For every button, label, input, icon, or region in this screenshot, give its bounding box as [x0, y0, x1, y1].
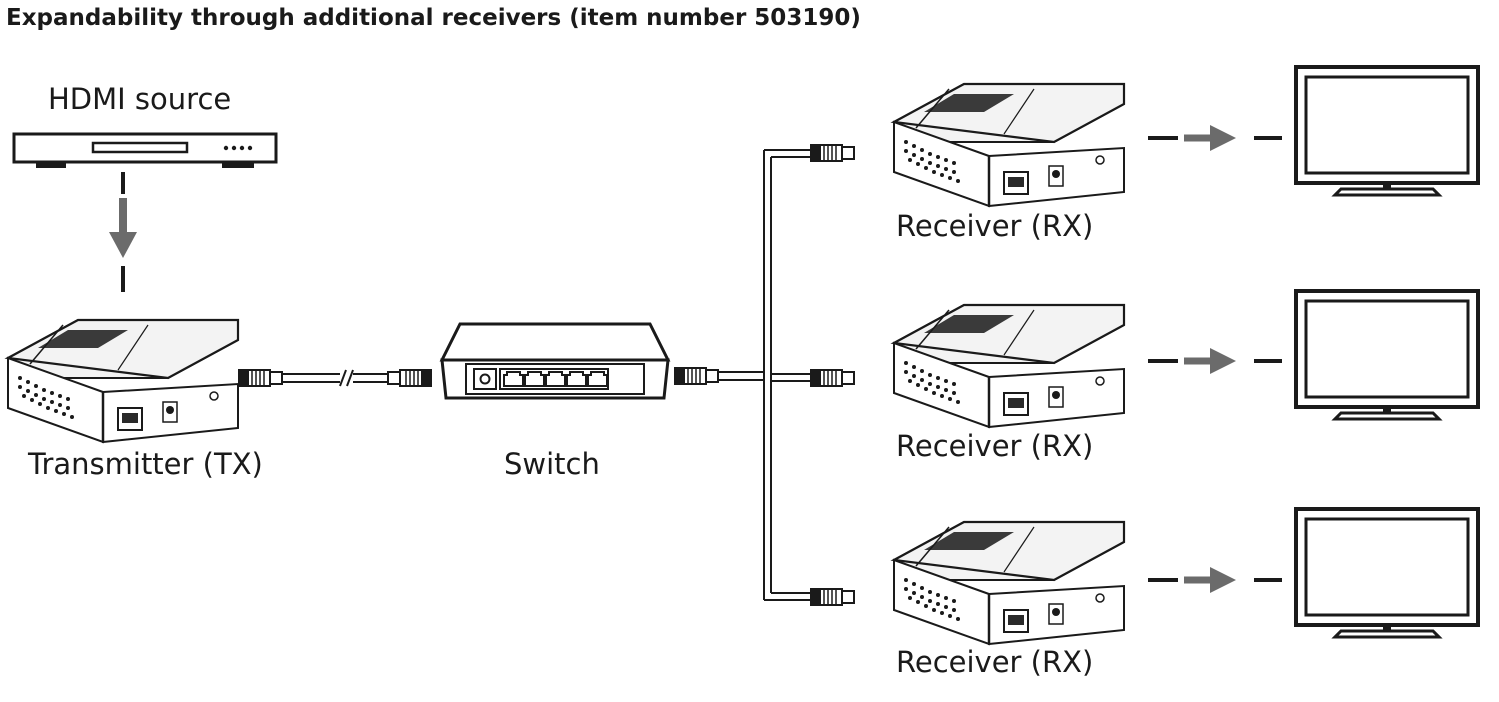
transmitter-device: [6, 318, 240, 444]
monitor-icon-1: [1294, 65, 1480, 197]
cable-tx-to-switch: [237, 368, 432, 388]
network-switch: [439, 322, 671, 400]
monitor-icon-3: [1294, 507, 1480, 639]
receiver-label-3: Receiver (RX): [896, 645, 1093, 679]
receiver-label-1: Receiver (RX): [896, 209, 1093, 243]
switch-label: Switch: [504, 447, 600, 481]
diagram-title: Expandability through additional receive…: [6, 5, 861, 31]
source-to-transmitter-arrow: [109, 172, 137, 292]
receiver-device-2: [892, 303, 1126, 429]
receiver-device-1: [892, 82, 1126, 208]
media-player-icon: [12, 132, 278, 168]
monitor-icon-2: [1294, 289, 1480, 421]
hdmi-source: HDMI source: [12, 82, 278, 168]
receiver-device-3: [892, 520, 1126, 646]
receiver-to-monitor-arrow-1: [1148, 125, 1282, 151]
receiver-to-monitor-arrow-2: [1148, 348, 1282, 374]
cable-switch-to-receivers: [673, 143, 855, 607]
receiver-to-monitor-arrow-3: [1148, 567, 1282, 593]
transmitter-label: Transmitter (TX): [27, 447, 263, 481]
hdmi-source-label: HDMI source: [48, 82, 231, 116]
receiver-label-2: Receiver (RX): [896, 429, 1093, 463]
